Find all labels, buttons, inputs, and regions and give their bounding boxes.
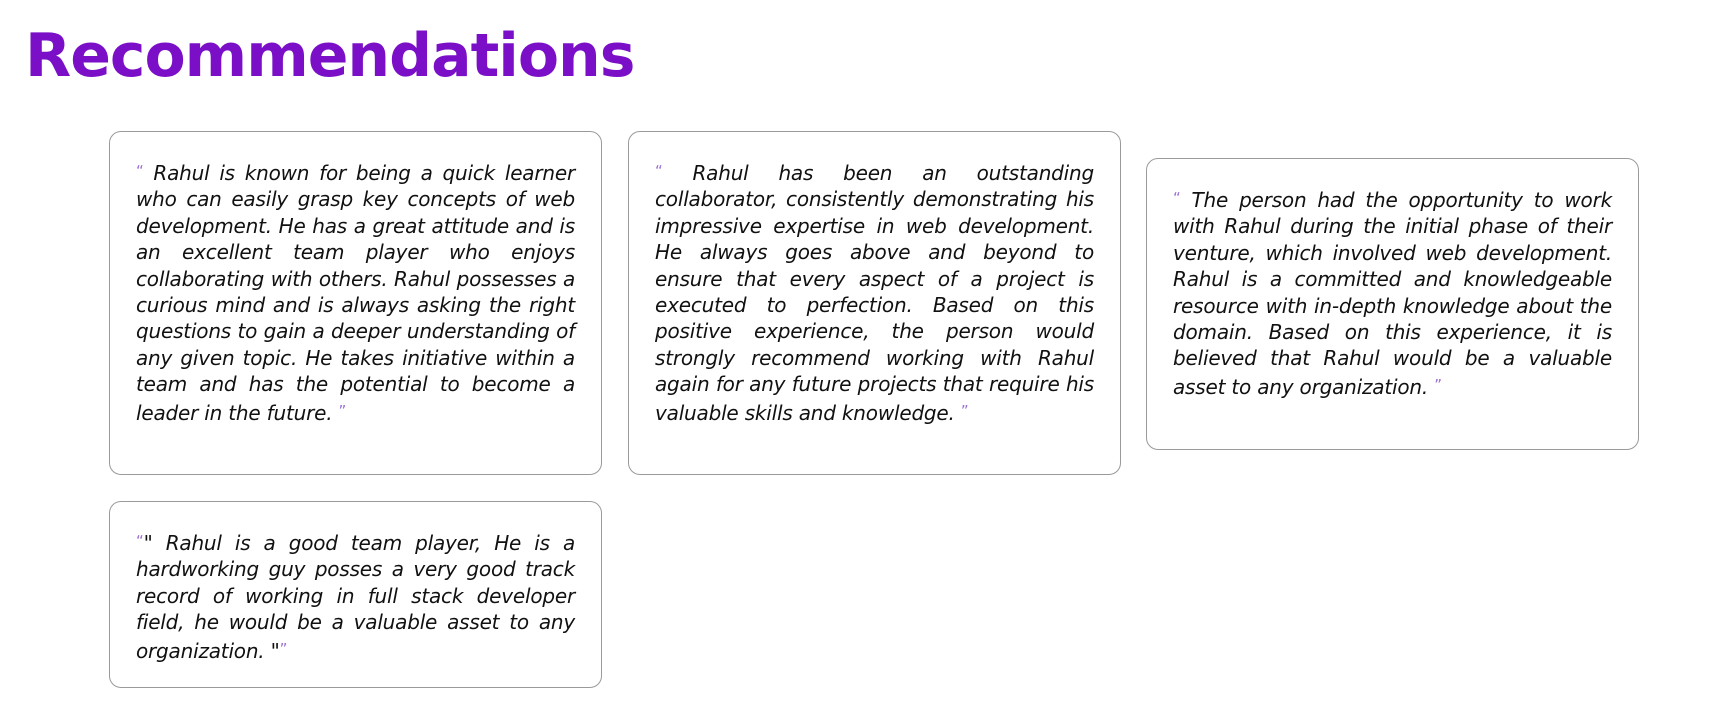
close-quote-mark: ” xyxy=(960,401,969,420)
recommendation-card: “" Rahul is a good team player, He is a … xyxy=(109,501,602,688)
close-quote-mark: ” xyxy=(1434,375,1442,394)
recommendation-card: “ Rahul is known for being a quick learn… xyxy=(109,131,602,475)
recommendation-card: “ The person had the opportunity to work… xyxy=(1146,158,1639,450)
recommendation-body: Rahul is known for being a quick learner… xyxy=(136,161,575,425)
recommendation-body: " Rahul is a good team player, He is a h… xyxy=(136,531,575,663)
recommendation-body: Rahul has been an outstanding collaborat… xyxy=(655,161,1094,425)
recommendation-text: “ The person had the opportunity to work… xyxy=(1173,185,1612,400)
recommendation-card: “ Rahul has been an outstanding collabor… xyxy=(628,131,1121,475)
open-quote-mark: “ xyxy=(1173,189,1181,207)
open-quote-mark: “ xyxy=(655,162,663,180)
recommendation-body: The person had the opportunity to work w… xyxy=(1173,188,1612,399)
close-quote-mark: ” xyxy=(338,401,347,420)
recommendation-text: “ Rahul has been an outstanding collabor… xyxy=(655,158,1094,426)
open-quote-mark: “ xyxy=(136,532,144,550)
recommendation-text: “ Rahul is known for being a quick learn… xyxy=(136,158,575,426)
open-quote-mark: “ xyxy=(136,162,144,180)
page-title: Recommendations xyxy=(25,21,635,91)
close-quote-mark: ” xyxy=(279,639,288,658)
recommendation-text: “" Rahul is a good team player, He is a … xyxy=(136,528,575,664)
